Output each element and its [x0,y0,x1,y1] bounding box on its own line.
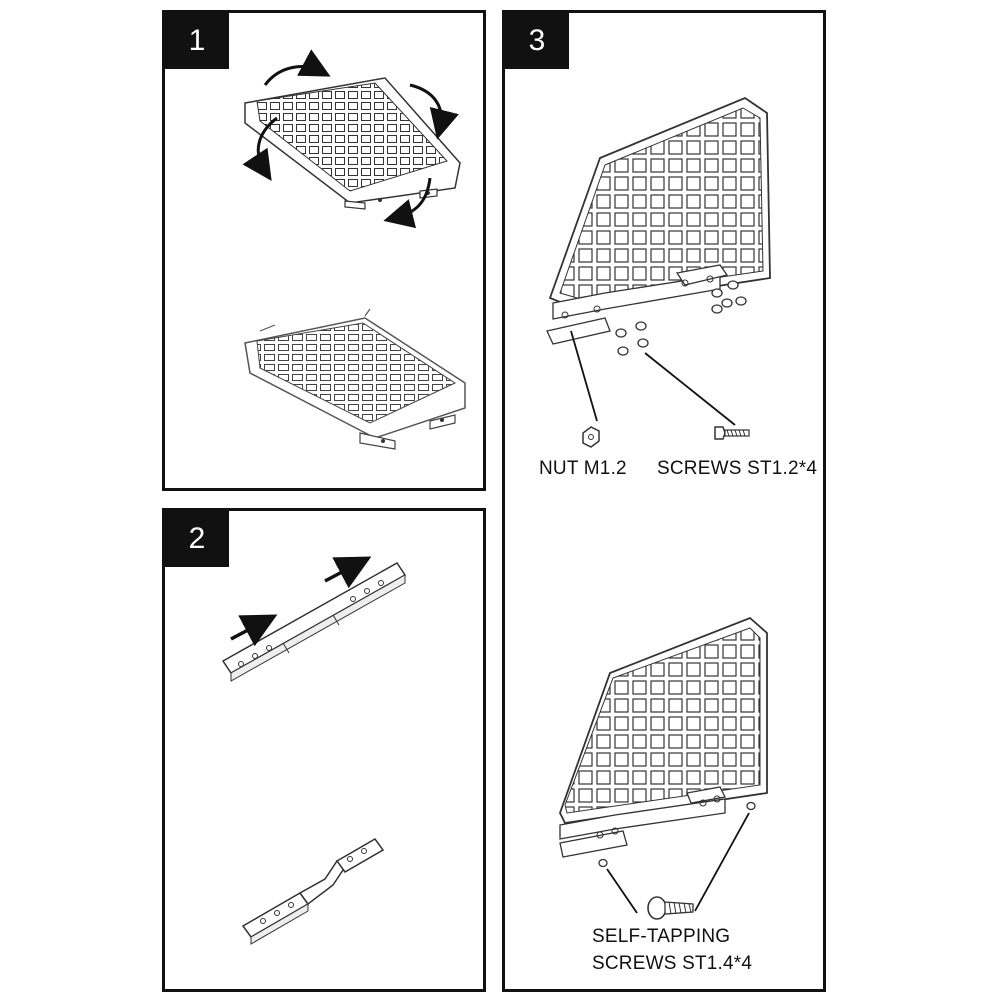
step-1-illustration [242,49,466,450]
nut-label: NUT M1.2 [539,458,627,479]
lower-assembly [559,616,768,858]
rotate-arrow-bottom [383,177,432,229]
screw-pointer [644,352,736,426]
mesh-panel-top [244,77,461,210]
self-tapping-screw-icon [647,896,694,920]
self-tap-screw-left [598,858,608,868]
step-3-badge: 3 [505,13,569,69]
rotate-arrow-right [409,83,459,140]
screws-label: SCREWS ST1.2*4 [657,458,818,479]
rotate-arrow-left [242,116,278,181]
step-2-badge: 2 [165,511,229,567]
self-tapping-label-line1: SELF-TAPPING [592,926,731,947]
nut-icon [582,426,600,448]
step-2-illustration [221,556,407,945]
self-tap-pointer-right [694,812,750,912]
rotate-arrow-top [263,49,331,86]
nut-pointer [570,330,598,422]
screw-icon [714,426,750,440]
step-3-panel: 3 [502,10,826,992]
step-1-panel: 1 [162,10,486,491]
step-3-illustration [546,96,771,920]
upper-assembly [546,96,771,345]
push-arrow-left [230,614,278,647]
self-tap-pointer-left [606,868,638,914]
step-1-badge: 1 [165,13,229,69]
screws-upper-right [711,280,747,314]
self-tap-screw-right [746,801,756,811]
bent-bracket [241,838,385,945]
screws-lower-center [615,321,649,356]
flat-bracket [221,562,407,682]
step-2-panel: 2 [162,508,486,992]
push-arrow-right [324,556,372,589]
mesh-panel-bottom [244,308,466,450]
self-tapping-label-line2: SCREWS ST1.4*4 [592,953,753,974]
